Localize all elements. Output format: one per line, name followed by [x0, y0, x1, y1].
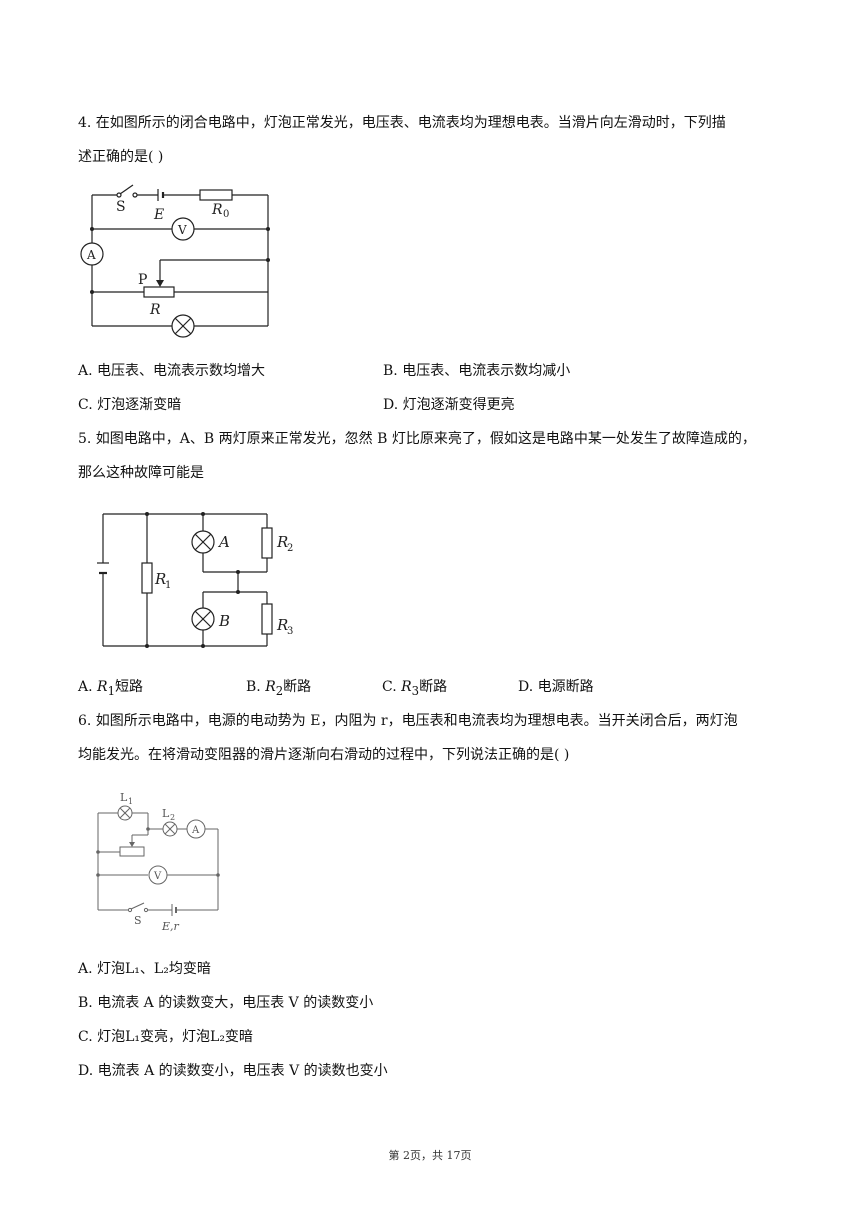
q6-label-s: S: [134, 914, 142, 927]
q5-label-b: B: [218, 612, 230, 630]
q5-option-a[interactable]: A. R1短路: [78, 679, 143, 698]
q4-label-v: V: [177, 223, 187, 237]
q5-label-r2: R: [276, 533, 288, 551]
q5-option-b[interactable]: B. R2断路: [246, 679, 312, 698]
q4-option-b[interactable]: B. 电压表、电流表示数均减小: [383, 363, 571, 379]
q5-label-r3-sub: 3: [287, 626, 293, 637]
q4-stem-line1: 4. 在如图所示的闭合电路中，灯泡正常发光，电压表、电流表均为理想电表。当滑片向…: [78, 115, 726, 131]
q4-option-c[interactable]: C. 灯泡逐渐变暗: [78, 397, 182, 413]
q6-label-l1: L: [120, 791, 128, 804]
q4-label-s: S: [116, 199, 126, 215]
q5-label-a: A: [217, 533, 230, 551]
q4-option-d[interactable]: D. 灯泡逐渐变得更亮: [383, 397, 515, 413]
q6-option-a[interactable]: A. 灯泡L₁、L₂均变暗: [78, 961, 211, 977]
q6-stem-line2: 均能发光。在将滑动变阻器的滑片逐渐向右滑动的过程中，下列说法正确的是( ): [78, 747, 570, 763]
q4-label-r0: R: [211, 202, 223, 218]
q6-label-er: E,r: [161, 920, 180, 933]
q6-label-v: V: [153, 871, 162, 882]
q4-label-p: P: [138, 272, 147, 288]
q6-label-l1-sub: 1: [128, 797, 133, 806]
q5-label-r3: R: [276, 616, 288, 634]
q5-option-d[interactable]: D. 电源断路: [518, 679, 594, 695]
q5-stem-line1: 5. 如图电路中，A、B 两灯原来正常发光，忽然 B 灯比原来亮了，假如这是电路…: [78, 431, 756, 447]
page-footer: 第 2页，共 17页: [388, 1149, 472, 1162]
q5-label-r1: R: [154, 570, 166, 588]
q5-label-r2-sub: 2: [287, 543, 293, 554]
q4-stem-line2: 述正确的是( ): [78, 149, 164, 165]
q6-option-c[interactable]: C. 灯泡L₁变亮，灯泡L₂变暗: [78, 1029, 253, 1045]
q4-label-r0-sub: 0: [223, 209, 229, 220]
q4-label-r: R: [149, 302, 161, 318]
q4-label-e: E: [153, 207, 164, 223]
q4-option-a[interactable]: A. 电压表、电流表示数均增大: [78, 363, 266, 379]
q5-label-r1-sub: 1: [165, 580, 171, 591]
q6-stem-line1: 6. 如图所示电路中，电源的电动势为 E，内阻为 r，电压表和电流表均为理想电表…: [78, 713, 738, 729]
q6-circuit-diagram: L 1 L 2 A V S E,r: [96, 791, 220, 933]
q6-label-a: A: [191, 825, 200, 836]
q6-label-l2: L: [162, 807, 170, 820]
q4-circuit-diagram: S E R 0 V A P R: [80, 184, 270, 338]
q5-option-c[interactable]: C. R3断路: [382, 679, 448, 698]
q6-option-d[interactable]: D. 电流表 A 的读数变小，电压表 V 的读数也变小: [78, 1063, 388, 1079]
q5-stem-line2: 那么这种故障可能是: [78, 465, 204, 481]
q4-label-a: A: [86, 248, 96, 262]
q6-label-l2-sub: 2: [170, 813, 175, 822]
q5-circuit-diagram: R A R B R 1 2 3: [97, 512, 293, 648]
q6-option-b[interactable]: B. 电流表 A 的读数变大，电压表 V 的读数变小: [78, 995, 374, 1011]
